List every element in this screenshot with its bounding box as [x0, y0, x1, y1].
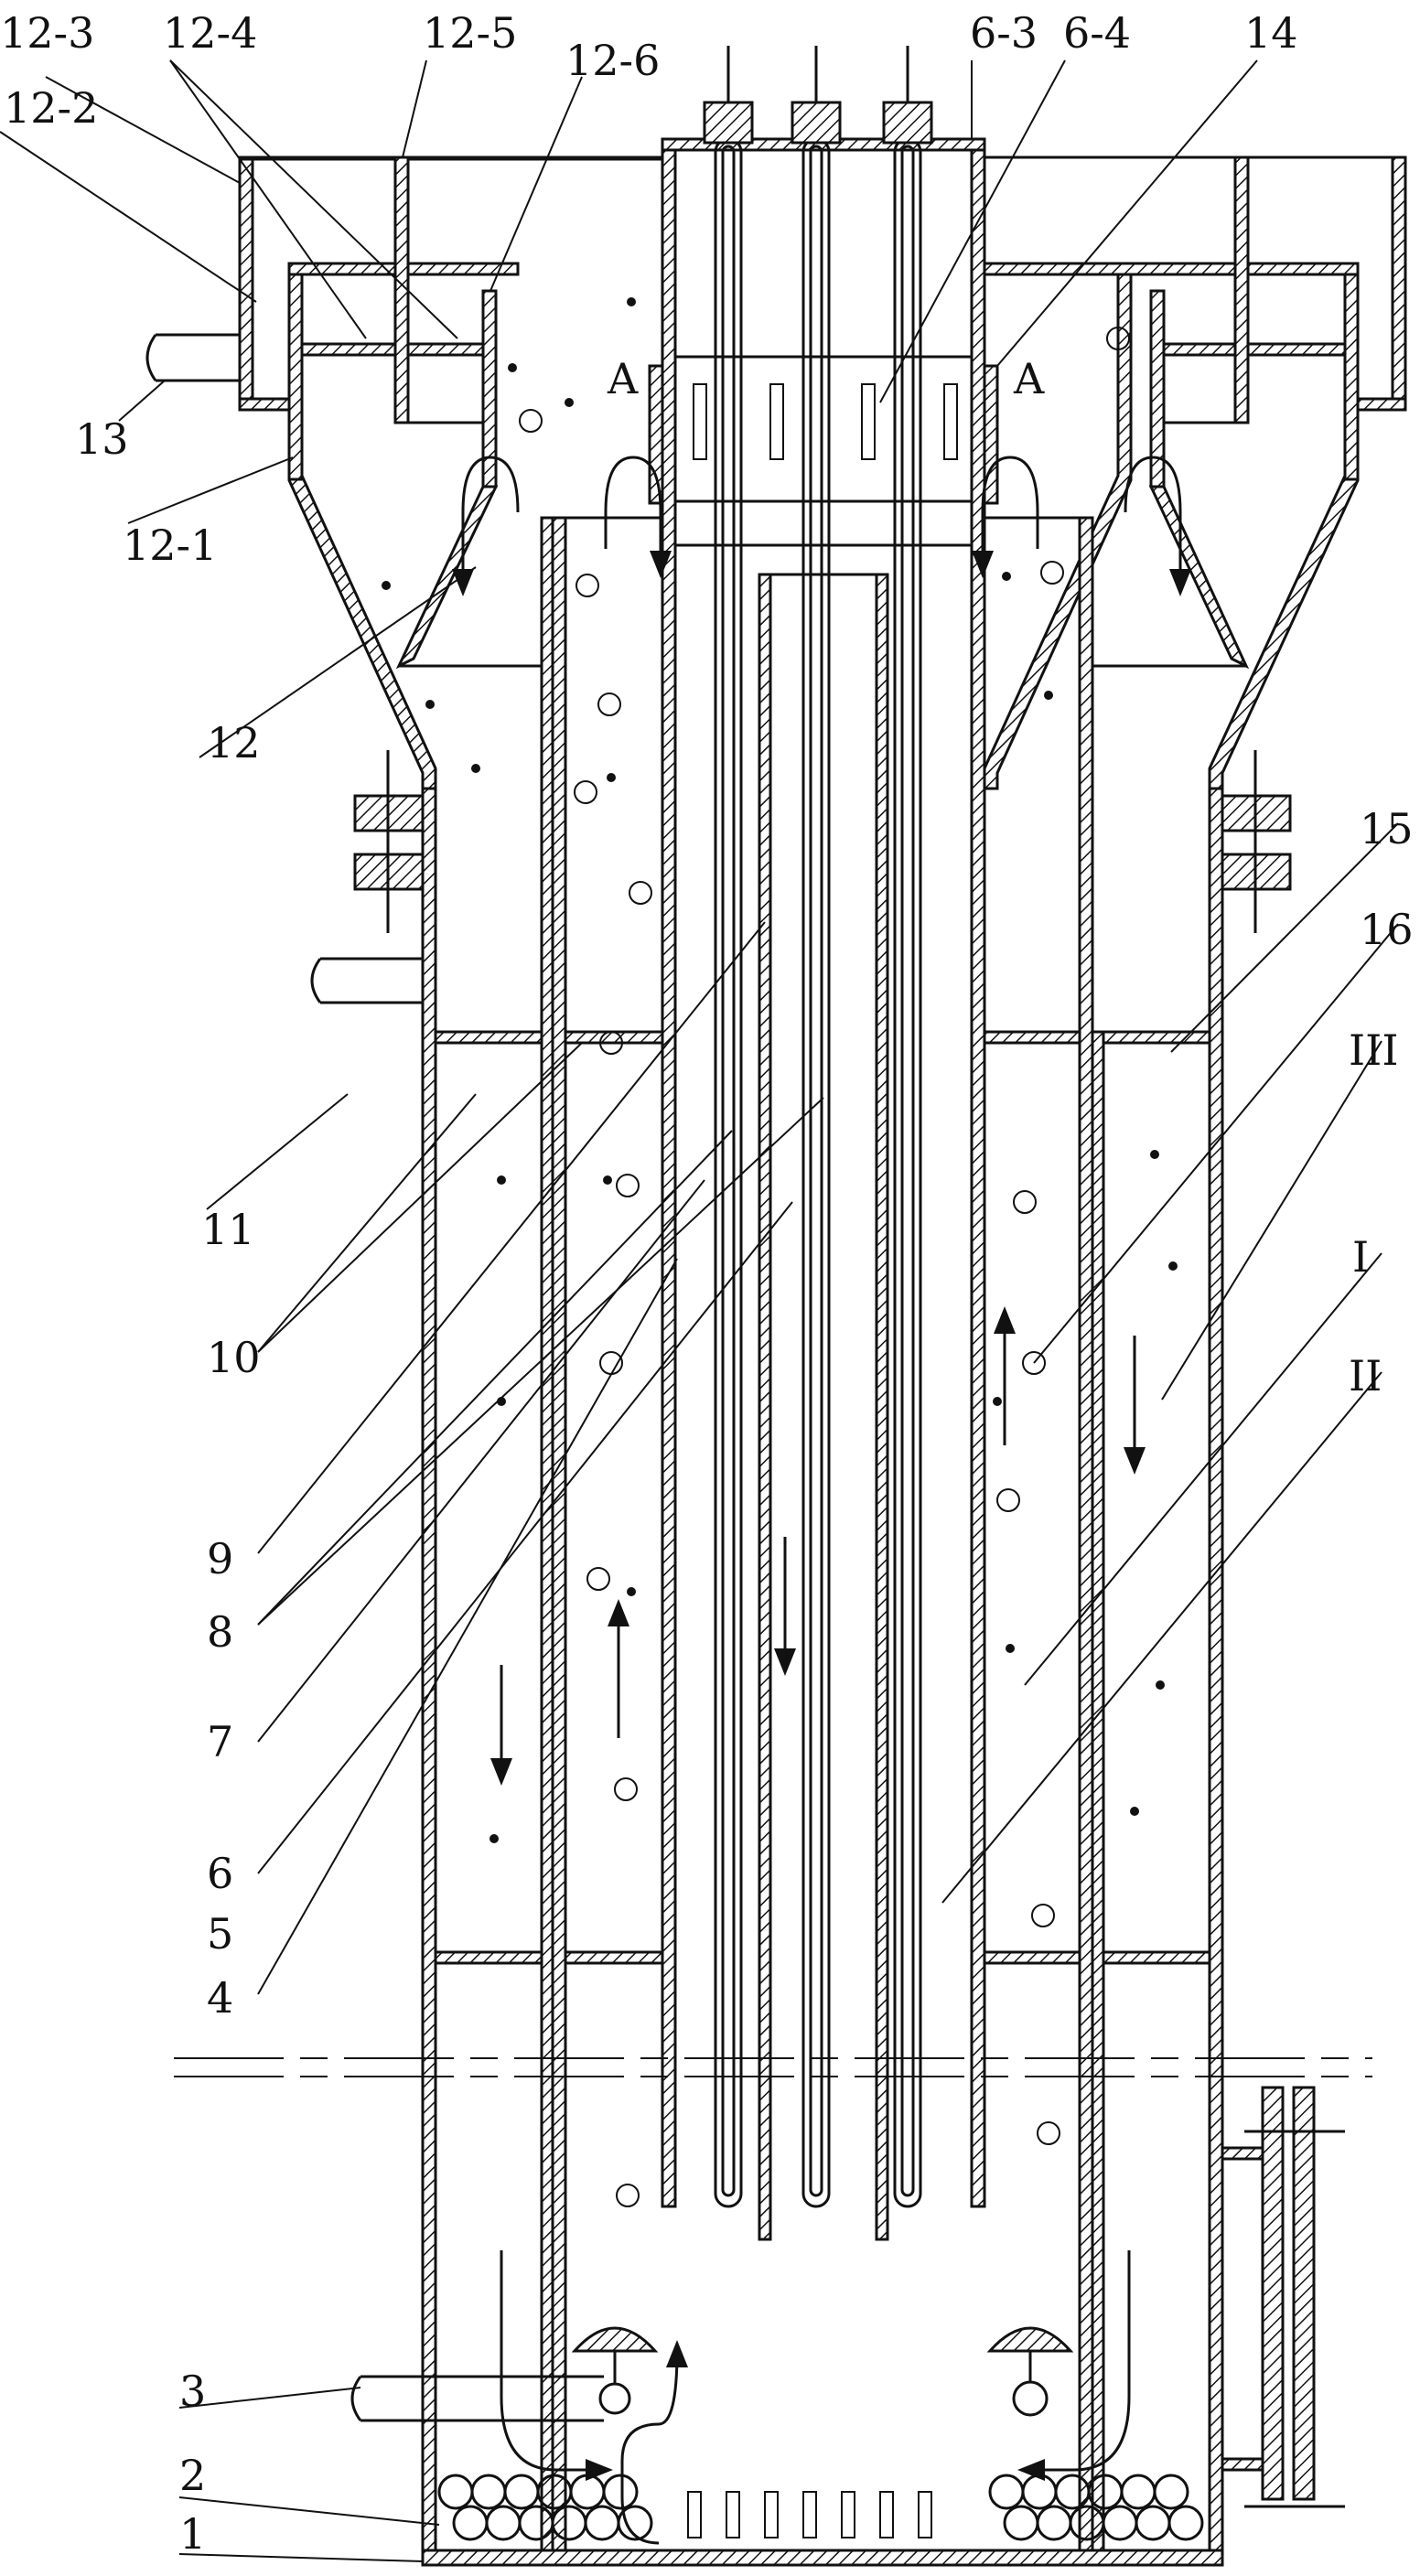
manhole-flange-1 — [1261, 2086, 1285, 2501]
break-line — [174, 2057, 1372, 2077]
label-section-a-left: A — [607, 354, 639, 403]
plate-15-right-outer — [1091, 1030, 1211, 1045]
label-14: 14 — [1244, 8, 1298, 58]
label-12-6: 12-6 — [565, 36, 660, 85]
overflow-trough-left-wall — [238, 156, 254, 412]
leader-lines — [0, 59, 1399, 2562]
label-12-3: 12-3 — [0, 8, 94, 58]
label-I: I — [1352, 1232, 1369, 1282]
central-tube-left — [661, 137, 677, 2208]
guide-cone-right — [1148, 485, 1250, 670]
outer-shell-left — [421, 787, 437, 2556]
label-5: 5 — [207, 1909, 233, 1959]
label-8: 8 — [207, 1607, 233, 1657]
label-4: 4 — [207, 1973, 233, 2023]
annulus-wall-right — [1091, 1030, 1105, 2552]
label-2: 2 — [179, 2451, 206, 2500]
packing-bed-left — [437, 2474, 653, 2541]
gas-inlet-pipe-3 — [350, 2375, 631, 2422]
packing-bed-right — [988, 2474, 1204, 2541]
bubbles — [519, 327, 1130, 2207]
outer-shell-right — [1208, 787, 1224, 2556]
label-9: 9 — [207, 1534, 233, 1583]
heating-rod-2 — [791, 101, 842, 2208]
overflow-trough-bottom-left — [238, 397, 291, 412]
label-6: 6 — [207, 1849, 233, 1898]
overflow-trough-right-wall — [1391, 156, 1407, 412]
label-15: 15 — [1360, 804, 1414, 853]
separator-cone-right — [983, 263, 1133, 790]
label-6-4: 6-4 — [1063, 8, 1131, 58]
label-12-4: 12-4 — [163, 8, 257, 58]
nozzle-cap-right — [986, 2326, 1074, 2353]
particles — [382, 297, 1178, 1843]
section-plate-right — [983, 364, 999, 505]
label-6-3: 6-3 — [970, 8, 1038, 58]
nozzle-cap-left — [571, 2326, 659, 2353]
label-12-5: 12-5 — [423, 8, 517, 58]
label-7: 7 — [207, 1717, 233, 1766]
draft-tube-right — [1078, 516, 1094, 2552]
bottom-distributor — [687, 2491, 932, 2538]
weir-plate-left — [300, 342, 485, 357]
label-16: 16 — [1360, 905, 1414, 954]
upper-vessel-right-wall — [1343, 262, 1360, 481]
inner-tube-left — [758, 573, 772, 2241]
baffle-12-5-right — [1233, 156, 1250, 424]
label-3: 3 — [179, 2367, 206, 2416]
guide-cone-left — [395, 485, 499, 670]
outlet-pipe-13 — [145, 333, 240, 382]
label-III: III — [1349, 1025, 1399, 1075]
bottom-plate — [421, 2549, 1224, 2567]
heating-rod-1 — [703, 101, 754, 2208]
label-section-a-right: A — [1013, 354, 1045, 403]
label-II: II — [1349, 1351, 1382, 1401]
label-1: 1 — [179, 2509, 206, 2559]
label-12-2: 12-2 — [4, 83, 98, 133]
upper-vessel-left-wall — [287, 262, 304, 481]
section-plate-left — [648, 364, 664, 505]
plate-10-left-outer — [434, 1030, 554, 1045]
plate-15-right-inner — [983, 1030, 1081, 1045]
label-10: 10 — [207, 1333, 261, 1382]
draft-tube-left — [551, 516, 567, 2552]
plate-10-left-inner — [564, 1030, 664, 1045]
label-11: 11 — [201, 1205, 255, 1254]
pipe-11 — [310, 957, 423, 1004]
annulus-wall-left — [540, 516, 554, 2552]
inner-tube-right — [875, 573, 889, 2241]
upper-vessel-top-right — [970, 262, 1360, 276]
label-12-1: 12-1 — [123, 521, 217, 570]
manhole-cover — [1292, 2086, 1316, 2501]
label-13: 13 — [75, 414, 129, 464]
overflow-trough-bottom-right — [1356, 397, 1407, 412]
heating-rod-3 — [882, 101, 933, 2208]
central-tube-right — [970, 137, 986, 2208]
flow-arrows — [452, 456, 1191, 2545]
weir-plate-right — [1162, 342, 1347, 357]
label-12: 12 — [207, 718, 261, 767]
